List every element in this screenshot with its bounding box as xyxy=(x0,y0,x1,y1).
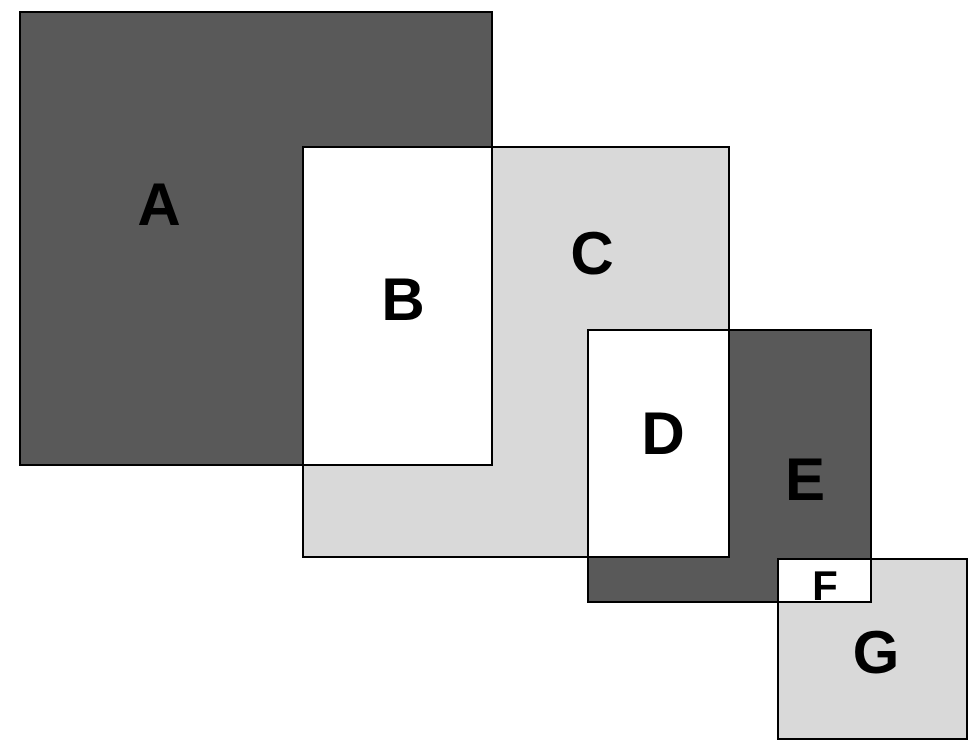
region-f-label: F xyxy=(812,562,838,609)
region-g-label: G xyxy=(852,619,900,686)
region-d: D xyxy=(587,329,730,558)
region-a-label: A xyxy=(137,171,181,238)
region-b-label: B xyxy=(381,266,425,333)
region-f: F xyxy=(777,558,872,607)
region-g: G xyxy=(777,558,968,740)
region-e-label: E xyxy=(784,446,826,513)
region-b: B xyxy=(302,146,493,466)
region-c-label: C xyxy=(570,220,614,287)
region-d-label: D xyxy=(641,400,685,467)
